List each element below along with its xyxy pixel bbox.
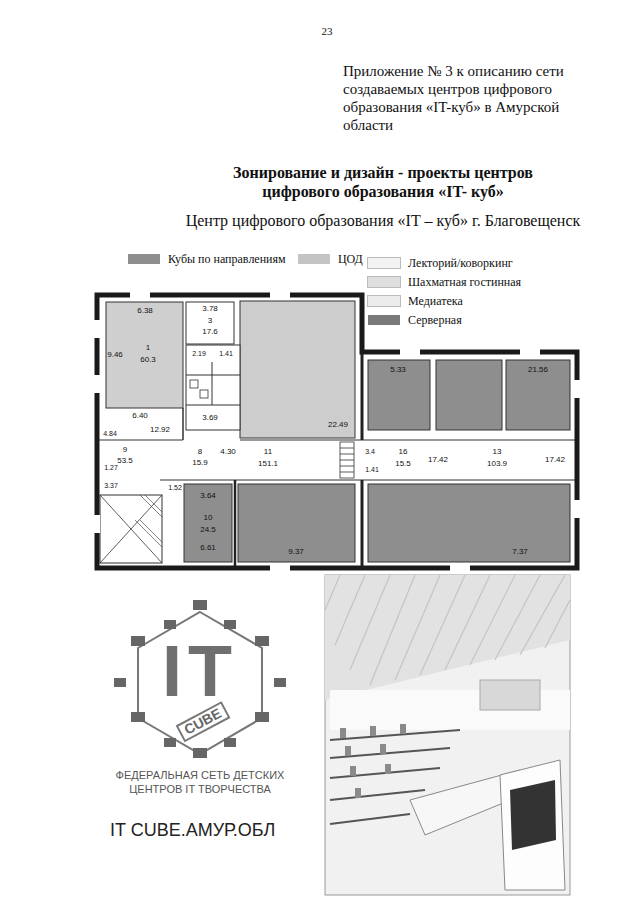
- header-text: Приложение № 3 к описанию сети создаваем…: [343, 62, 583, 134]
- floor-plan: [94, 292, 580, 571]
- dimension-label: 2.19: [192, 350, 206, 358]
- header-text: Центр цифрового образования «IT – куб» г…: [186, 212, 581, 230]
- dimension-label: 4.84: [103, 430, 117, 438]
- legend-swatch: [368, 258, 400, 268]
- dimension-label: 9.46: [107, 351, 123, 360]
- logo-text: IT: [162, 632, 238, 711]
- dimension-label: 17.42: [428, 456, 448, 465]
- dimension-label: 1.41: [365, 466, 379, 474]
- dimension-label: 9: [123, 446, 127, 455]
- dimension-label: 17.6: [202, 328, 218, 337]
- dimension-label: 9.37: [288, 548, 304, 557]
- dimension-label: 3: [208, 317, 212, 326]
- legend-text: Серверная: [408, 313, 462, 327]
- dimension-label: 3.64: [200, 492, 216, 501]
- legend-text: Медиатека: [408, 294, 463, 308]
- legend-text: Кубы по направлениям: [168, 252, 286, 266]
- dimension-label: 1: [146, 344, 150, 353]
- dimension-label: 3.69: [202, 414, 218, 423]
- legend-swatch: [368, 315, 400, 325]
- dimension-label: 12.92: [150, 426, 170, 435]
- header-text: 23: [322, 25, 333, 37]
- dimension-label: 1.41: [219, 350, 233, 358]
- legend-swatch: [128, 254, 160, 264]
- dimension-label: 10: [204, 514, 213, 523]
- legend-text: Лекторий/коворкинг: [408, 256, 513, 270]
- dimension-label: 6.61: [200, 544, 216, 553]
- logo-text: ФЕДЕРАЛЬНАЯ СЕТЬ ДЕТСКИХ ЦЕНТРОВ IT ТВОР…: [100, 768, 300, 796]
- dimension-label: 16: [399, 448, 408, 457]
- dimension-label: 15.9: [192, 459, 208, 468]
- dimension-label: 1.27: [104, 464, 118, 472]
- dimension-label: 8: [198, 448, 202, 457]
- dimension-label: 151.1: [258, 460, 278, 469]
- dimension-label: 17.42: [545, 456, 565, 465]
- it-cube-logo: [114, 600, 286, 758]
- dimension-label: 6.40: [132, 412, 148, 421]
- dimension-label: 3.37: [104, 482, 118, 490]
- page-title: Зонирование и дизайн - проекты центров ц…: [218, 163, 548, 201]
- dimension-label: 21.56: [528, 366, 548, 375]
- logo-text: IT CUBE.АМУР.ОБЛ: [110, 820, 275, 841]
- dimension-label: 6.38: [137, 307, 153, 316]
- legend-text: ЦОД: [338, 252, 363, 266]
- dimension-label: 13: [493, 448, 502, 457]
- dimension-label: 7.37: [512, 548, 528, 557]
- dimension-label: 1.52: [168, 484, 182, 492]
- legend-swatch: [368, 296, 400, 306]
- dimension-label: 103.9: [487, 460, 507, 469]
- dimension-label: 5.33: [390, 366, 406, 375]
- dimension-label: 4.30: [220, 448, 236, 457]
- legend-swatch: [368, 277, 400, 287]
- legend-swatch: [298, 254, 330, 264]
- dimension-label: 3.78: [202, 305, 218, 314]
- dimension-label: 11: [264, 448, 272, 457]
- dimension-label: 15.5: [395, 460, 411, 469]
- legend-text: Шахматная гостинная: [408, 275, 521, 289]
- dimension-label: 22.49: [328, 421, 348, 430]
- dimension-label: 53.5: [117, 457, 133, 466]
- dimension-label: 60.3: [140, 356, 156, 365]
- dimension-label: 3.4: [365, 448, 375, 456]
- lecture-hall-photo: [325, 575, 570, 895]
- dimension-label: 24.5: [200, 526, 216, 535]
